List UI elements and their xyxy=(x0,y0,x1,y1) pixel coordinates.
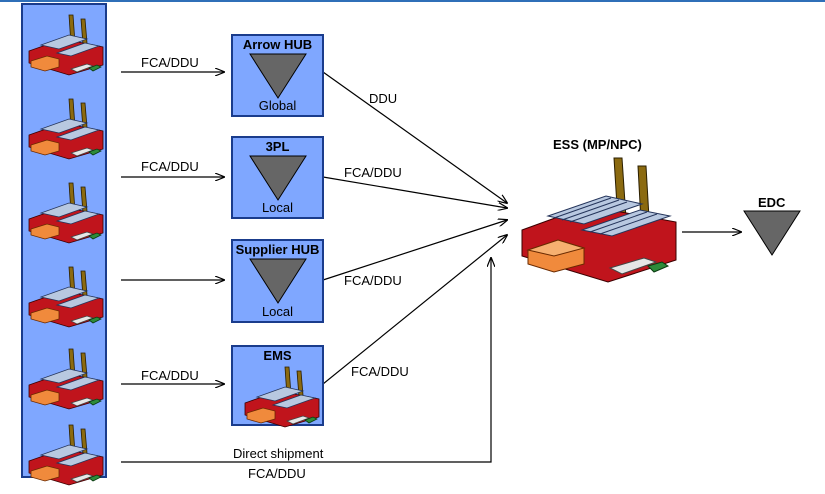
arrow-hub-title: Arrow HUB xyxy=(242,37,313,52)
label-out-arrow-hub: DDU xyxy=(369,91,398,106)
label-out-ems: FCA/DDU xyxy=(351,364,409,379)
label-out-supplier-hub: FCA/DDU xyxy=(344,273,402,288)
inventory-triangle-icon xyxy=(249,258,307,304)
3pl-sub: Local xyxy=(261,200,294,215)
arrow-supplier-hub-to-ess xyxy=(322,220,507,281)
arrow-direct-shipment xyxy=(121,258,491,463)
arrow-ems-to-ess xyxy=(322,235,507,385)
factory-icon xyxy=(27,265,105,336)
inventory-triangle-icon xyxy=(249,155,307,201)
supplier-hub-node: Supplier HUB Local xyxy=(231,239,324,323)
top-divider xyxy=(0,0,825,2)
factory-icon xyxy=(27,347,105,418)
inventory-triangle-icon xyxy=(249,53,307,99)
label-direct-incoterm: FCA/DDU xyxy=(248,466,306,481)
label-in-3pl: FCA/DDU xyxy=(141,159,199,174)
factory-icon xyxy=(27,181,105,252)
label-out-3pl: FCA/DDU xyxy=(344,165,402,180)
supplier-hub-sub: Local xyxy=(261,304,294,319)
arrow-arrow-hub-to-ess xyxy=(322,71,507,203)
factory-icon xyxy=(27,97,105,168)
factory-icon xyxy=(27,423,105,494)
supplier-hub-title: Supplier HUB xyxy=(235,242,320,257)
3pl-node: 3PL Local xyxy=(231,136,324,219)
connector-layer xyxy=(121,0,825,463)
ess-title: ESS (MP/NPC) xyxy=(553,137,642,152)
arrow-hub-node: Arrow HUB Global xyxy=(231,34,324,117)
factory-icon xyxy=(27,13,105,84)
inventory-triangle-icon xyxy=(743,210,801,256)
arrow-3pl-to-ess xyxy=(322,176,507,208)
arrow-hub-sub: Global xyxy=(258,98,297,113)
ems-node: EMS xyxy=(231,345,324,428)
ems-title: EMS xyxy=(263,348,292,363)
factory-icon xyxy=(243,365,321,436)
label-in-ems: FCA/DDU xyxy=(141,368,199,383)
label-direct-shipment: Direct shipment xyxy=(233,446,324,461)
3pl-title: 3PL xyxy=(265,139,290,154)
edc-title: EDC xyxy=(758,195,786,210)
factory-icon xyxy=(521,157,677,283)
supplier-column xyxy=(21,3,107,486)
label-in-arrow-hub: FCA/DDU xyxy=(141,55,199,70)
